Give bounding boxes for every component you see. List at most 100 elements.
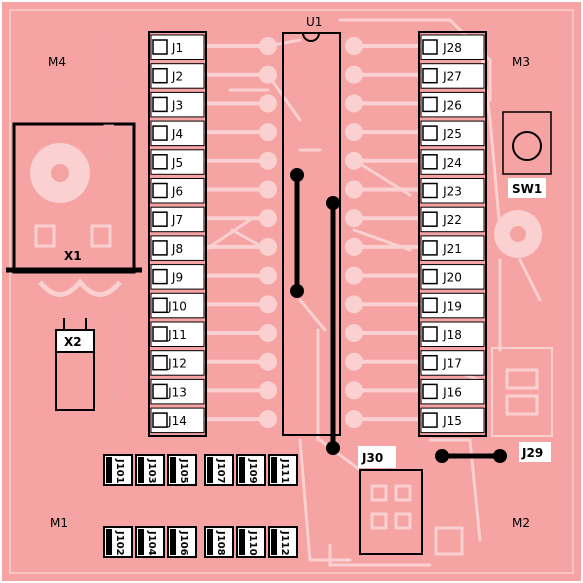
crystal-x2: X2: [55, 318, 95, 411]
header-pin: [422, 182, 438, 199]
header-cell: [150, 407, 205, 434]
sw1-label: SW1: [512, 182, 542, 196]
chip-pin-right: [345, 381, 363, 400]
header-cell: [150, 235, 205, 261]
j29-label-box: [519, 442, 551, 462]
header-pin: [152, 297, 168, 314]
header-pin: [422, 125, 438, 141]
header-pin: [152, 354, 168, 371]
jumper-block-bar: [207, 529, 213, 555]
header-cell: [420, 178, 485, 204]
chip-pin-right: [345, 410, 363, 429]
chip-pin-left: [259, 65, 277, 84]
header-pin: [422, 326, 438, 342]
header-label: J3: [171, 98, 183, 112]
header-pin: [422, 297, 438, 314]
jumper-pad: [326, 441, 340, 455]
header-pin: [422, 268, 438, 285]
header-cell: [150, 91, 205, 118]
header-label: J14: [167, 414, 187, 428]
header-label: J8: [171, 242, 183, 256]
header-cell: [150, 264, 205, 290]
j29-outline: [491, 347, 553, 437]
chip-pin-right: [345, 94, 363, 113]
header-cell: [420, 407, 485, 434]
header-label: J27: [442, 70, 462, 84]
chip-pins: [259, 37, 363, 429]
header-pin: [422, 383, 438, 400]
header-pin: [152, 182, 168, 199]
header-cell: [420, 34, 485, 60]
trace: [352, 158, 412, 197]
header-label: J24: [442, 156, 462, 170]
jumper-block-label: J109: [247, 458, 258, 484]
j30-outline: [359, 469, 423, 555]
trace: [298, 298, 327, 332]
chip-pin-left: [259, 151, 277, 170]
jumper-block-bar: [239, 457, 245, 483]
header-label: J10: [167, 299, 187, 313]
jumper-block-bar: [138, 457, 144, 483]
header-cell: [420, 206, 485, 233]
chip-pin-right: [345, 324, 363, 342]
chip-notch: [302, 32, 320, 42]
header-cell: [420, 378, 485, 405]
header-label: J11: [167, 328, 187, 342]
j30-label: J30: [361, 451, 383, 465]
jumper-block-label: J105: [178, 458, 189, 484]
x1-pad: [90, 224, 112, 248]
header-pin: [152, 96, 168, 113]
jumper-block-bar: [106, 457, 112, 483]
header-outline: [418, 31, 487, 437]
chip-pin-left: [259, 180, 277, 199]
chip-pin-right: [345, 123, 363, 142]
header-cell: [150, 63, 205, 89]
right-header-strip: J28J27J26J25J24J23J22J21J20J19J18J17J16J…: [418, 31, 487, 437]
chip-pin-right: [345, 37, 363, 55]
jumper-pad: [435, 449, 449, 463]
jumper-block-bar: [239, 529, 245, 555]
module-m1-label: M1: [50, 516, 68, 530]
chip-pin-right: [345, 266, 363, 285]
chip-pin-right: [345, 65, 363, 84]
chip-pin-right: [345, 151, 363, 170]
crystal-x1: X1: [6, 122, 142, 297]
connector-j29: J29: [491, 347, 553, 462]
module-m3-label: M3: [512, 55, 530, 69]
chip-pin-right: [345, 295, 363, 314]
header-cell: [150, 378, 205, 405]
chip-pin-left: [259, 266, 277, 285]
header-label: J4: [171, 127, 183, 141]
header-pin: [152, 125, 168, 141]
jumper-block-bar: [170, 529, 176, 555]
header-outline: [148, 31, 207, 437]
header-cell: [420, 350, 485, 376]
header-pin: [422, 154, 438, 170]
sw1-outline: [502, 111, 552, 175]
header-label: J19: [442, 299, 462, 313]
sw1-label-box: [508, 178, 546, 198]
header-label: J1: [171, 41, 183, 55]
header-label: J9: [171, 271, 183, 285]
header-label: J7: [171, 213, 183, 227]
header-pin: [422, 96, 438, 113]
header-pin: [152, 211, 168, 227]
header-pin: [152, 383, 168, 400]
credit-text: (c)milio2007: [108, 312, 124, 411]
header-pin: [152, 326, 168, 342]
x2-label-box: [55, 329, 95, 353]
j30-label-box: [358, 446, 396, 468]
switch-sw1: SW1: [494, 111, 552, 258]
header-pin: [152, 67, 168, 84]
jumper-pad: [290, 168, 304, 182]
header-pin: [152, 39, 168, 55]
trace: [352, 228, 412, 252]
header-label: J13: [167, 385, 187, 399]
chip-u1: U1: [282, 15, 341, 436]
chip-pin-right: [345, 209, 363, 228]
header-label: J17: [442, 357, 462, 371]
trace: [298, 438, 312, 562]
jumper-pad: [326, 196, 340, 210]
